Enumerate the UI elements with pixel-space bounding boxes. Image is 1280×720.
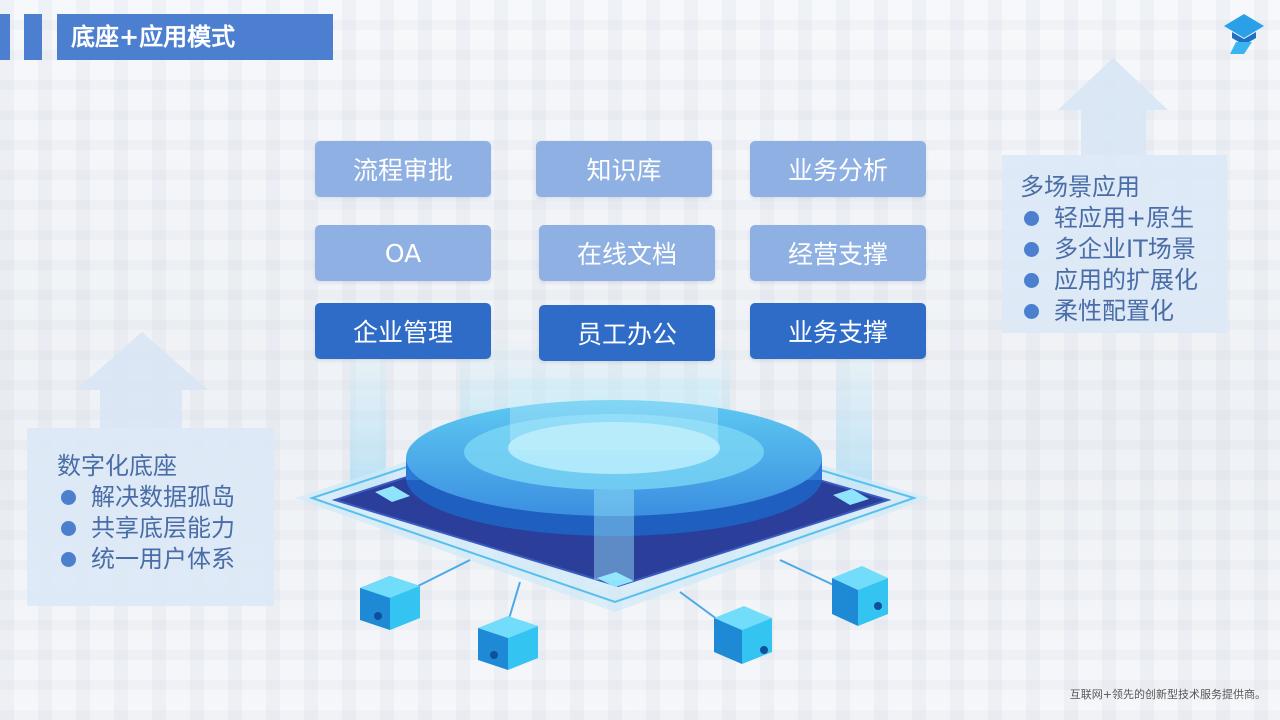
app-tile-business-support: 业务支撑 <box>750 303 926 359</box>
list-item: 柔性配置化 <box>1020 296 1227 327</box>
multi-scene-title: 多场景应用 <box>1020 173 1140 201</box>
bullet-icon <box>61 521 76 536</box>
app-tile-business-analysis: 业务分析 <box>750 141 926 197</box>
multi-scene-list: 轻应用+原生 多企业IT场景 应用的扩展化 柔性配置化 <box>1020 203 1227 327</box>
list-item: 解决数据孤岛 <box>57 482 274 513</box>
app-tile-oa: OA <box>315 225 491 281</box>
cube-icon <box>360 576 420 630</box>
app-tile-operations-support: 经营支撑 <box>750 225 926 281</box>
bullet-icon <box>1024 211 1039 226</box>
list-item: 应用的扩展化 <box>1020 265 1227 296</box>
bullet-icon <box>1024 242 1039 257</box>
list-item: 统一用户体系 <box>57 544 274 575</box>
footer-slogan: 互联网+领先的创新型技术服务提供商。 <box>1069 688 1266 701</box>
cube-icon <box>714 606 772 664</box>
multi-scene-box: 多场景应用 轻应用+原生 多企业IT场景 应用的扩展化 柔性配置化 <box>1002 155 1227 333</box>
app-tile-process-approval: 流程审批 <box>315 141 491 197</box>
app-tile-enterprise-management: 企业管理 <box>315 303 491 359</box>
app-tile-knowledge-base: 知识库 <box>536 141 712 197</box>
digital-base-title: 数字化底座 <box>57 452 177 480</box>
title-accent-bar <box>0 14 10 60</box>
logo-icon <box>1224 14 1264 54</box>
digital-base-list: 解决数据孤岛 共享底层能力 统一用户体系 <box>57 482 274 575</box>
list-item: 多企业IT场景 <box>1020 234 1227 265</box>
bullet-icon <box>61 552 76 567</box>
title-accent-bar <box>24 14 42 60</box>
digital-base-box: 数字化底座 解决数据孤岛 共享底层能力 统一用户体系 <box>27 428 274 606</box>
page-title: 底座+应用模式 <box>57 14 333 60</box>
up-arrow-icon <box>1058 58 1168 155</box>
list-item: 轻应用+原生 <box>1020 203 1227 234</box>
bullet-icon <box>1024 304 1039 319</box>
cube-icon <box>478 616 538 670</box>
list-item: 共享底层能力 <box>57 513 274 544</box>
cube-icon <box>832 566 888 626</box>
bullet-icon <box>1024 273 1039 288</box>
up-arrow-icon <box>76 332 208 428</box>
bullet-icon <box>61 490 76 505</box>
app-tile-staff-office: 员工办公 <box>539 305 715 361</box>
app-tile-online-docs: 在线文档 <box>539 225 715 281</box>
